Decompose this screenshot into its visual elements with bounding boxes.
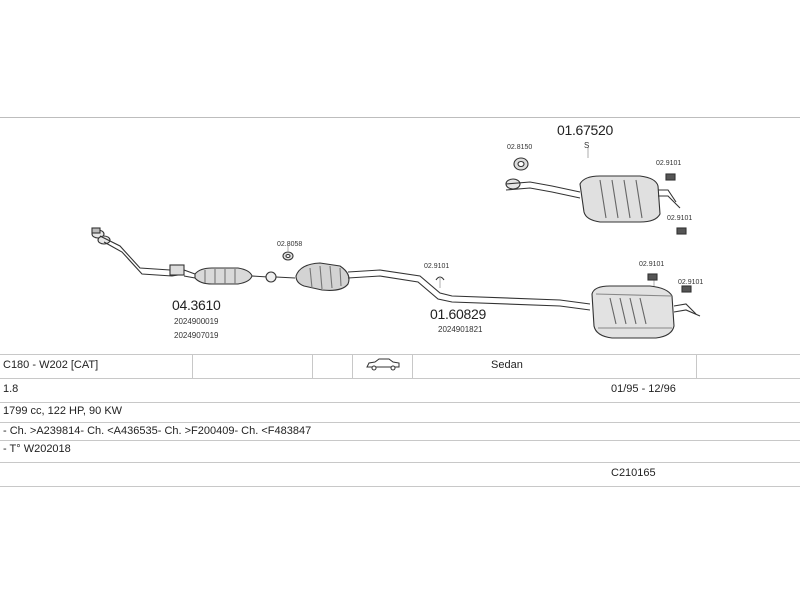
vehicle-model: C180 - W202 [CAT] [3,359,99,371]
catalyst-main-icon [295,262,350,291]
vehicle-chassis: - Ch. >A239814- Ch. <A436535- Ch. >F2004… [3,425,312,437]
fitting-label-4: 02.8058 [277,241,303,248]
vehicle-body: Sedan [491,359,523,371]
table-row-chassis: - Ch. >A239814- Ch. <A436535- Ch. >F2004… [0,422,800,440]
exhaust-diagram [91,148,701,339]
fitting-label-3: 02.9101 [667,215,693,222]
fitting-label-7: 02.9101 [678,279,704,286]
frame-bottom-border [0,486,800,487]
vehicle-type: - T° W202018 [3,443,71,455]
fitting-label-5: 02.9101 [424,263,450,270]
part-suffix: S [584,141,590,150]
oem-number-3: 2024901821 [438,325,483,334]
part-number-rear-muffler-upper: 01.67520 [557,122,613,138]
oem-number-1: 2024900019 [174,317,219,326]
table-row-engine: 1.8 01/95 - 12/96 [0,378,800,402]
rubber-mount-icon-2 [681,285,692,293]
table-row-type: - T° W202018 [0,440,800,462]
manifold-flange-icon [91,227,111,245]
fitting-label-1: 02.8150 [507,144,533,151]
vehicle-specs: 1799 cc, 122 HP, 90 KW [3,405,123,417]
sedan-car-icon [362,357,401,380]
part-number-front-pipe: 04.3610 [172,297,221,313]
fitting-label-2: 02.9101 [656,160,682,167]
gasket-upper-icon [513,157,529,171]
vehicle-code: C210165 [611,467,656,479]
table-row-code: C210165 [0,462,800,486]
table-row-specs: 1799 cc, 122 HP, 90 KW [0,402,800,422]
fitting-label-6: 02.9101 [639,261,665,268]
vehicle-years: 01/95 - 12/96 [611,383,676,395]
oem-number-2: 2024907019 [174,331,219,340]
rear-muffler-lower-icon [591,285,701,339]
rubber-mount-icon-1 [647,273,658,281]
gasket-icon [282,251,294,261]
catalyst-front-icon [194,267,253,285]
frame-top-border [0,117,800,118]
vehicle-engine: 1.8 [3,383,19,395]
part-number-middle-rear: 01.60829 [430,306,486,322]
vehicle-info-table: C180 - W202 [CAT] Sedan 1.8 01/95 - 12/9… [0,354,800,486]
hanger-icon-mid [435,276,445,281]
rubber-mount-icon-4 [676,227,687,235]
upper-muffler-assembly-icon [505,175,681,223]
table-row-model: C180 - W202 [CAT] Sedan [0,354,800,378]
rubber-mount-icon-3 [665,173,676,181]
